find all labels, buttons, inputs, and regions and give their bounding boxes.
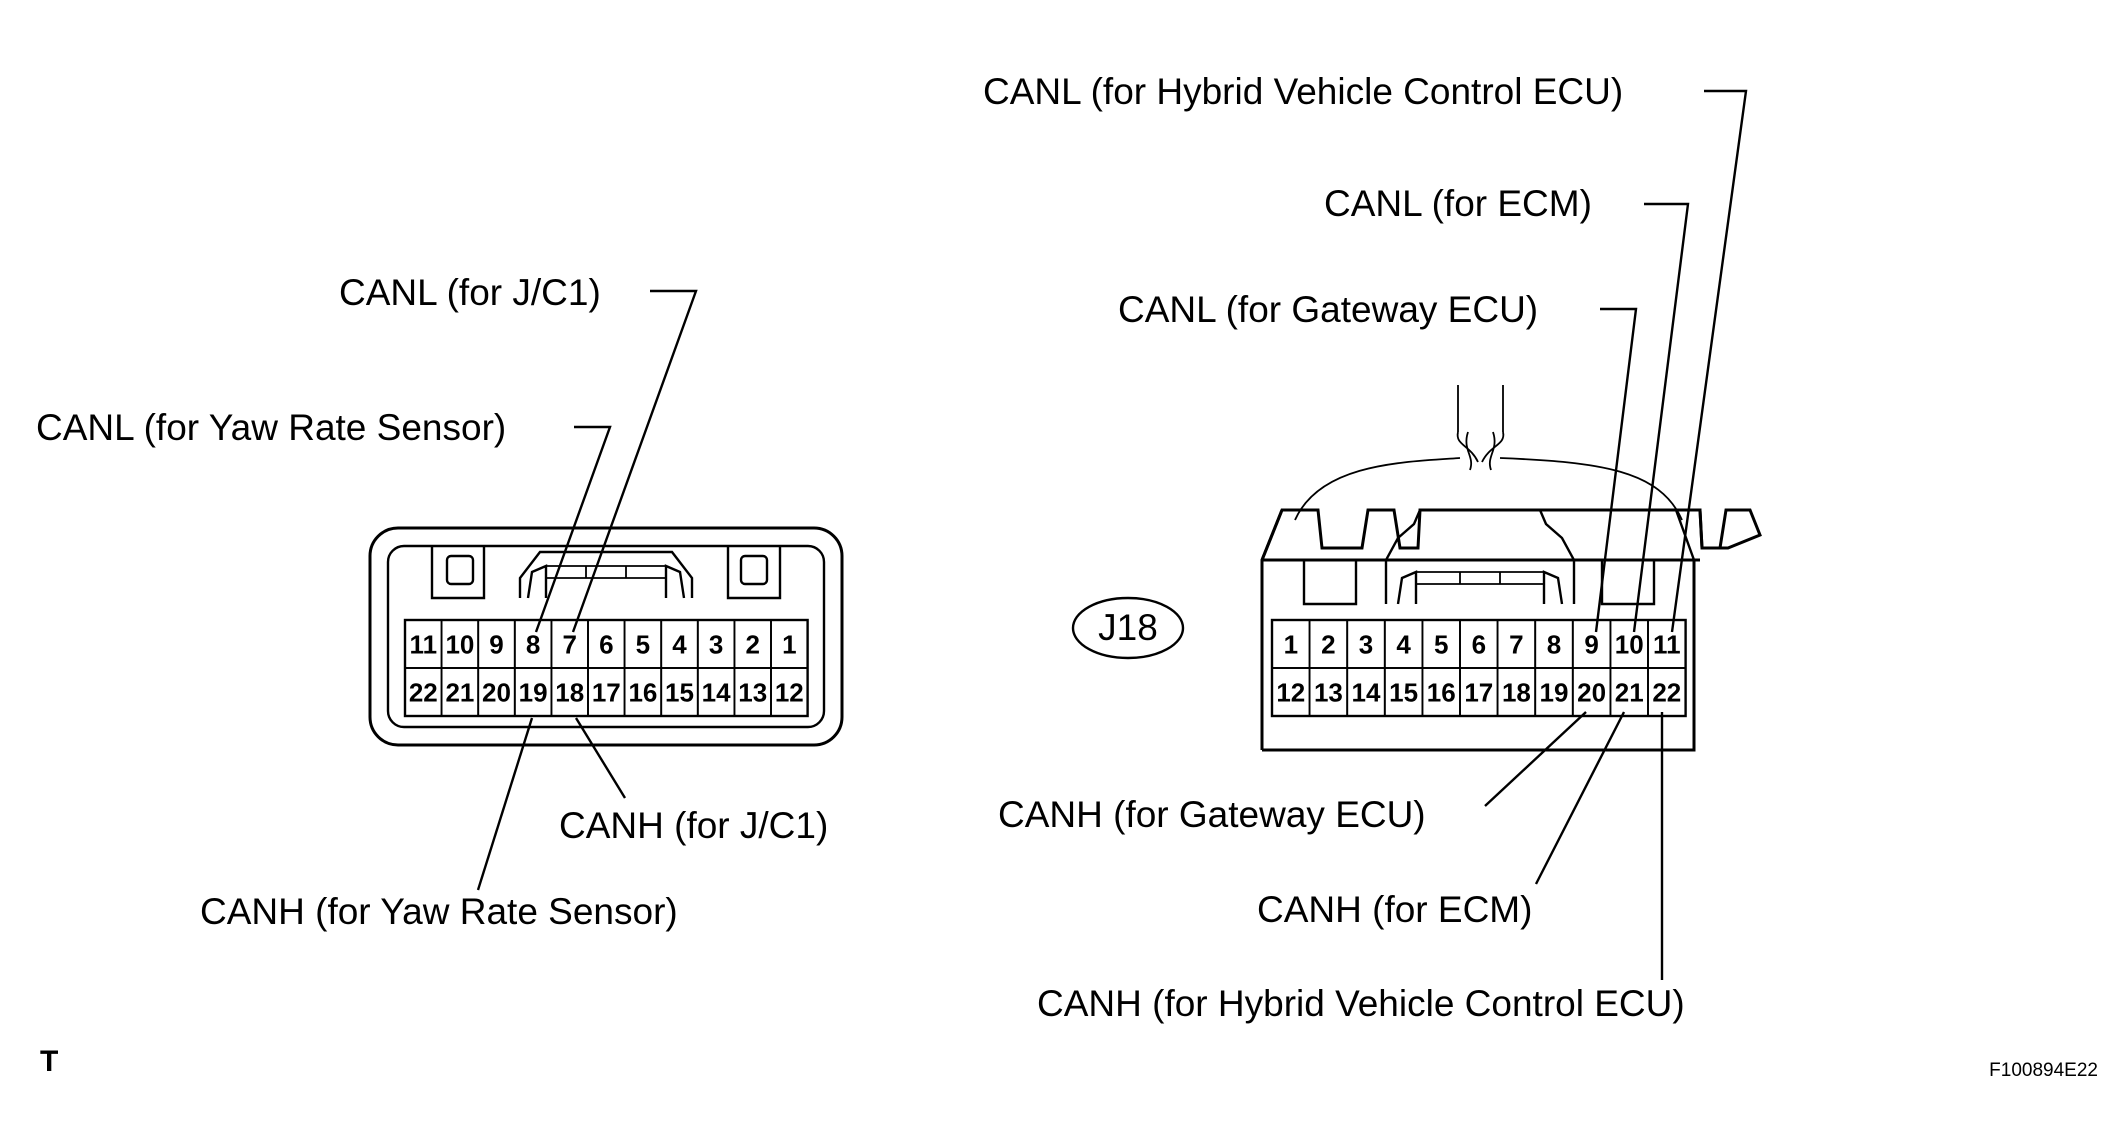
- leader-canl-jc1: [571, 289, 698, 633]
- left-latch: [518, 550, 694, 598]
- leader-canh-yaw: [476, 717, 534, 891]
- right-pin-number: 21: [1615, 677, 1644, 707]
- left-key-notch-right: [726, 546, 782, 600]
- left-pin-number: 7: [562, 629, 576, 659]
- right-housing-body: [1262, 560, 1696, 752]
- right-housing-corner: [1654, 508, 1704, 549]
- left-pin-number: 21: [445, 677, 474, 707]
- right-pin-number: 15: [1389, 677, 1418, 707]
- right-pin-number: 10: [1615, 629, 1644, 659]
- left-pin-number: 22: [409, 677, 438, 707]
- right-pin-number: 9: [1584, 629, 1598, 659]
- left-pin-number: 16: [628, 677, 657, 707]
- wire-right: [1499, 457, 1683, 521]
- right-pin-number: 1: [1284, 629, 1298, 659]
- right-pin-number: 8: [1547, 629, 1561, 659]
- right-pin-number: 12: [1276, 677, 1305, 707]
- right-housing-bevel-left: [1260, 509, 1284, 561]
- left-pin-number: 13: [738, 677, 767, 707]
- left-pin-number: 18: [555, 677, 584, 707]
- leader-canl-yaw: [534, 425, 612, 633]
- leader-canh-jc1: [574, 717, 627, 799]
- connector-id-text: J18: [1098, 607, 1158, 648]
- left-pin-number: 5: [636, 629, 650, 659]
- leader-canl-hv: [1670, 89, 1748, 633]
- right-label-canl-hv: CANL (for Hybrid Vehicle Control ECU): [983, 71, 1623, 112]
- right-latch-hook-right: [1542, 570, 1564, 605]
- right-pin-number: 2: [1321, 629, 1335, 659]
- left-pin-number: 20: [482, 677, 511, 707]
- leader-canl-gw: [1594, 307, 1638, 633]
- left-key-notch-left: [430, 546, 486, 600]
- footer-mark: T: [40, 1045, 58, 1078]
- left-pin-number: 12: [775, 677, 804, 707]
- right-pin-number: 3: [1359, 629, 1373, 659]
- left-label-canl-jc1: CANL (for J/C1): [339, 272, 601, 313]
- left-pin-number: 3: [709, 629, 723, 659]
- right-pin-number: 17: [1464, 677, 1493, 707]
- left-latch-hook-right: [664, 564, 686, 599]
- right-pin-number: 13: [1314, 677, 1343, 707]
- leader-canl-ecm: [1632, 202, 1690, 633]
- right-pin-number: 18: [1502, 677, 1531, 707]
- wire-bundle: [1456, 431, 1505, 463]
- right-pin-cell: [1647, 667, 1687, 717]
- right-pin-number: 5: [1434, 629, 1448, 659]
- left-pin-number: 14: [702, 677, 731, 707]
- left-label-canl-yaw: CANL (for Yaw Rate Sensor): [36, 407, 506, 448]
- right-key-notch-left: [1302, 560, 1358, 606]
- left-pin-number: 2: [745, 629, 759, 659]
- wire-bundle-top: [1457, 385, 1504, 432]
- left-pin-number: 17: [592, 677, 621, 707]
- connector-id-badge: [1071, 596, 1185, 660]
- leader-canh-gw: [1484, 711, 1587, 807]
- right-pin-number: 19: [1540, 677, 1569, 707]
- right-latch-left: [1384, 509, 1422, 604]
- right-pin-number: 11: [1653, 629, 1681, 659]
- left-pin-number: 1: [782, 629, 796, 659]
- left-key-square-left: [445, 554, 475, 586]
- left-pin-number: 10: [445, 629, 474, 659]
- right-pin-number: 6: [1472, 629, 1486, 659]
- left-pin-number: 9: [489, 629, 503, 659]
- right-pin-number: 4: [1396, 629, 1411, 659]
- left-key-square-right: [739, 554, 769, 586]
- right-label-canh-hv: CANH (for Hybrid Vehicle Control ECU): [1037, 983, 1685, 1024]
- right-key-notch-right: [1600, 560, 1656, 606]
- left-pin-number: 8: [526, 629, 540, 659]
- figure-id: F100894E22: [1989, 1060, 2098, 1081]
- right-label-canl-ecm: CANL (for ECM): [1324, 183, 1592, 224]
- left-pin-number: 15: [665, 677, 694, 707]
- left-pin-number: 19: [519, 677, 548, 707]
- wire-left: [1294, 457, 1461, 521]
- left-connector-outer-shell: [368, 526, 844, 747]
- right-pin-number: 16: [1427, 677, 1456, 707]
- left-pin-cell: [770, 667, 809, 717]
- left-pin-number: 11: [410, 629, 438, 659]
- right-pin-number: 7: [1509, 629, 1523, 659]
- left-label-canh-jc1: CANH (for J/C1): [559, 805, 828, 846]
- left-latch-hook-left: [526, 564, 548, 599]
- right-pin-number: 20: [1577, 677, 1606, 707]
- right-latch-hook-left: [1396, 570, 1418, 605]
- right-housing-top-edge: [1260, 508, 1762, 750]
- right-pin-number: 14: [1352, 677, 1381, 707]
- right-label-canl-gw: CANL (for Gateway ECU): [1118, 289, 1538, 330]
- left-connector-inner-shell: [386, 544, 826, 729]
- wire-bundle: [1465, 431, 1496, 471]
- right-pin-number: 22: [1652, 677, 1681, 707]
- right-label-canh-gw: CANH (for Gateway ECU): [998, 794, 1426, 835]
- leader-canh-ecm: [1534, 711, 1626, 885]
- right-latch-right: [1538, 509, 1576, 604]
- left-pin-number: 6: [599, 629, 613, 659]
- left-pin-number: 4: [672, 629, 687, 659]
- right-label-canh-ecm: CANH (for ECM): [1257, 889, 1532, 930]
- left-label-canh-yaw: CANH (for Yaw Rate Sensor): [200, 891, 678, 932]
